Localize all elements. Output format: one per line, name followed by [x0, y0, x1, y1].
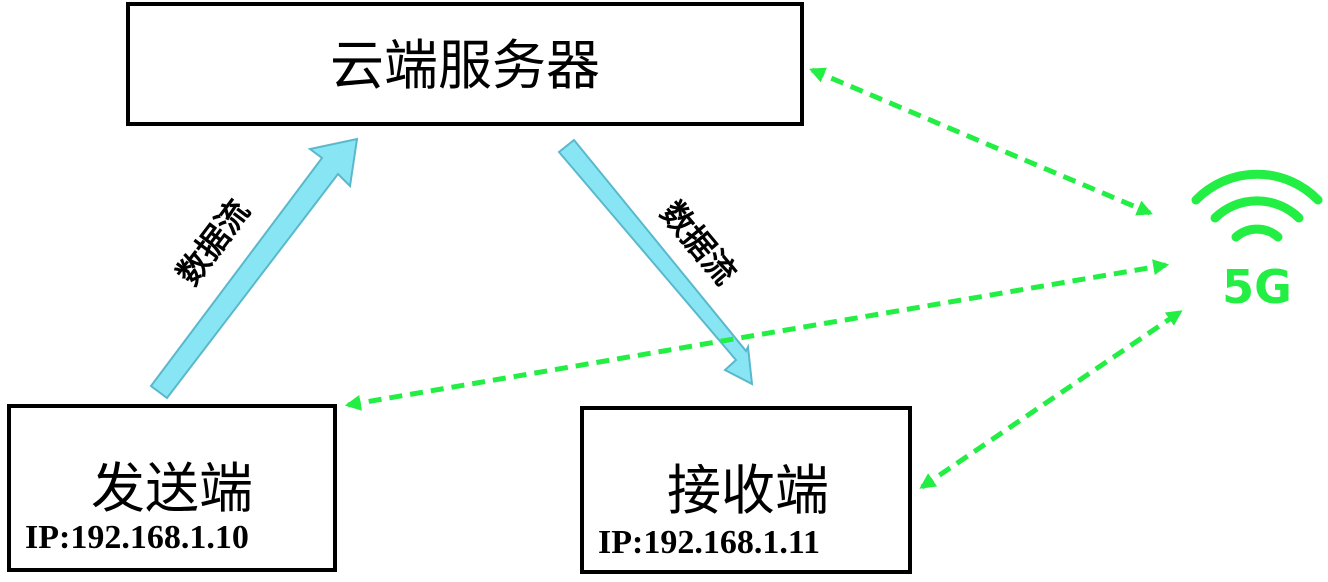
cloud-server-node: 云端服务器 — [126, 2, 804, 126]
5g-links — [344, 67, 1183, 490]
receiver-label: 接收端 — [667, 459, 829, 522]
sender-5g-link — [344, 259, 1170, 411]
upload-arrow-shape — [149, 137, 359, 400]
sender-box — [7, 404, 337, 572]
cloud-5g-link — [809, 67, 1153, 216]
receiver-node: 接收端 IP:192.168.1.11 — [580, 406, 912, 574]
cloud-server-box — [126, 2, 804, 126]
upload-flow-arrow: 数据流 — [149, 137, 359, 400]
receiver-5g-link — [919, 309, 1183, 490]
5g-label: 5G — [1222, 260, 1292, 314]
sender-label: 发送端 — [91, 457, 253, 520]
sender-ip: IP:192.168.1.10 — [25, 519, 249, 556]
cloud-server-label: 云端服务器 — [330, 34, 600, 97]
5g-network-node: 5G — [1191, 169, 1323, 314]
receiver-ip: IP:192.168.1.11 — [598, 524, 820, 561]
wifi-signal-icon — [1191, 169, 1323, 242]
sender-node: 发送端 IP:192.168.1.10 — [7, 404, 337, 572]
download-flow-arrow: 数据流 — [557, 138, 754, 386]
